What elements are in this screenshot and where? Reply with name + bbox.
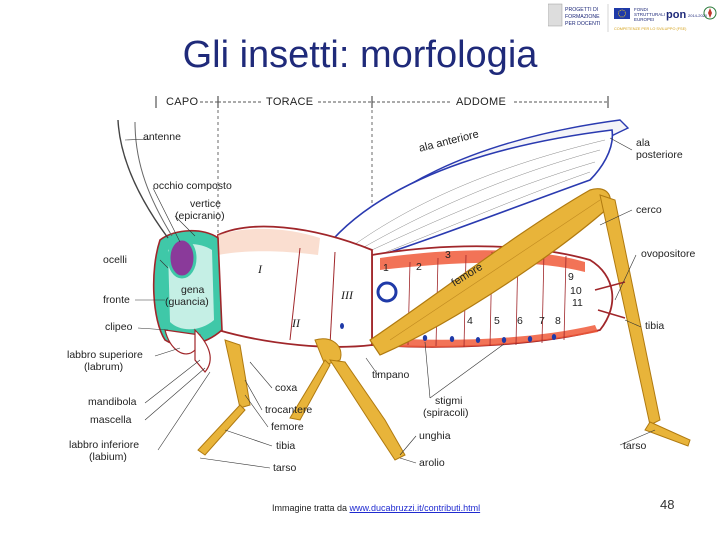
tympanum [376, 281, 398, 303]
label-seg-1: 1 [383, 262, 389, 274]
label-gena: gena [181, 284, 205, 296]
label-thorax-I: I [258, 262, 262, 276]
label-posteriore: posteriore [636, 149, 683, 161]
segment-torace: TORACE [266, 96, 314, 108]
spiracles [340, 323, 557, 343]
label-timpano: timpano [372, 369, 410, 381]
label-femore: femore [271, 421, 304, 433]
hind-tibia [599, 194, 661, 426]
label-labrum: (labrum) [84, 361, 124, 373]
label-stigmi: stigmi [435, 395, 463, 407]
label-unghia: unghia [419, 430, 451, 442]
front-leg [224, 339, 251, 409]
label-labium: (labium) [89, 451, 127, 463]
label-cerco: cerco [636, 204, 662, 216]
label-seg-4: 4 [467, 315, 473, 327]
page-title: Gli insetti: morfologia [182, 34, 538, 76]
antenna [117, 119, 169, 239]
header-logos: PROGETTI DI FORMAZIONE PER DOCENTI FONDI… [548, 3, 717, 32]
pon-logo: pon [666, 9, 686, 21]
label-tarso-bottom: tarso [273, 462, 297, 474]
image-credit: Immagine tratta da www.ducabruzzi.it/con… [272, 503, 480, 513]
label-trocantere: trocantere [265, 404, 313, 416]
label-arolio: arolio [419, 457, 445, 469]
label-thorax-II: II [292, 316, 300, 330]
svg-text:FORMAZIONE: FORMAZIONE [565, 14, 600, 20]
svg-text:EUROPEI: EUROPEI [634, 17, 654, 22]
label-thorax-III: III [341, 288, 353, 302]
front-wing [318, 129, 614, 263]
label-ocelli: ocelli [103, 254, 127, 266]
label-mascella: mascella [90, 414, 132, 426]
page-number: 48 [660, 497, 675, 512]
middle-leg [314, 338, 342, 366]
label-seg-6: 6 [517, 315, 523, 327]
label-occhio-composto: occhio composto [153, 180, 232, 192]
label-antenne: antenne [143, 131, 181, 143]
label-tibia-right: tibia [645, 320, 665, 332]
label-vertice: vertice [190, 198, 221, 210]
label-ala: ala [636, 137, 651, 149]
miur-logo: PROGETTI DI FORMAZIONE PER DOCENTI [548, 3, 600, 27]
label-labbro-superiore: labbro superiore [67, 349, 143, 361]
label-spiracoli: (spiracoli) [423, 407, 469, 419]
credit-prefix: Immagine tratta da [272, 503, 350, 513]
label-guancia: (guancia) [165, 296, 209, 308]
label-tibia-bottom: tibia [276, 440, 296, 452]
compound-eye [167, 237, 197, 279]
segment-bar [155, 96, 609, 108]
label-coxa: coxa [275, 382, 298, 394]
label-epicranio: (epicranio) [175, 210, 225, 222]
label-seg-3: 3 [445, 249, 451, 261]
italy-emblem-icon [703, 6, 717, 20]
eu-flag-icon [614, 8, 630, 19]
svg-text:PER DOCENTI: PER DOCENTI [565, 21, 600, 27]
label-seg-2: 2 [416, 261, 422, 273]
label-seg-11: 11 [572, 297, 583, 309]
label-seg-9: 9 [568, 271, 574, 283]
svg-text:COMPETENZE PER LO SVILUPPO (FS: COMPETENZE PER LO SVILUPPO (FSE) [614, 27, 687, 31]
label-ovopositore: ovopositore [641, 248, 696, 260]
label-seg-10: 10 [570, 285, 582, 297]
segment-addome: ADDOME [456, 96, 507, 108]
thorax [217, 225, 373, 348]
label-clipeo: clipeo [105, 321, 133, 333]
svg-text:2014-2020: 2014-2020 [688, 13, 708, 18]
hind-tarsus [644, 421, 691, 447]
label-seg-7: 7 [539, 315, 545, 327]
label-mandibola: mandibola [88, 396, 137, 408]
label-tarso-right: tarso [623, 440, 647, 452]
svg-text:PROGETTI DI: PROGETTI DI [565, 7, 598, 13]
label-seg-5: 5 [494, 315, 500, 327]
label-labbro-inferiore: labbro inferiore [69, 439, 140, 451]
label-seg-8: 8 [555, 315, 561, 327]
svg-text:STRUTTURALI: STRUTTURALI [634, 12, 665, 17]
segment-capo: CAPO [166, 96, 199, 108]
credit-link[interactable]: www.ducabruzzi.it/contributi.html [349, 503, 481, 513]
label-fronte: fronte [103, 294, 130, 306]
svg-text:FONDI: FONDI [634, 7, 648, 12]
